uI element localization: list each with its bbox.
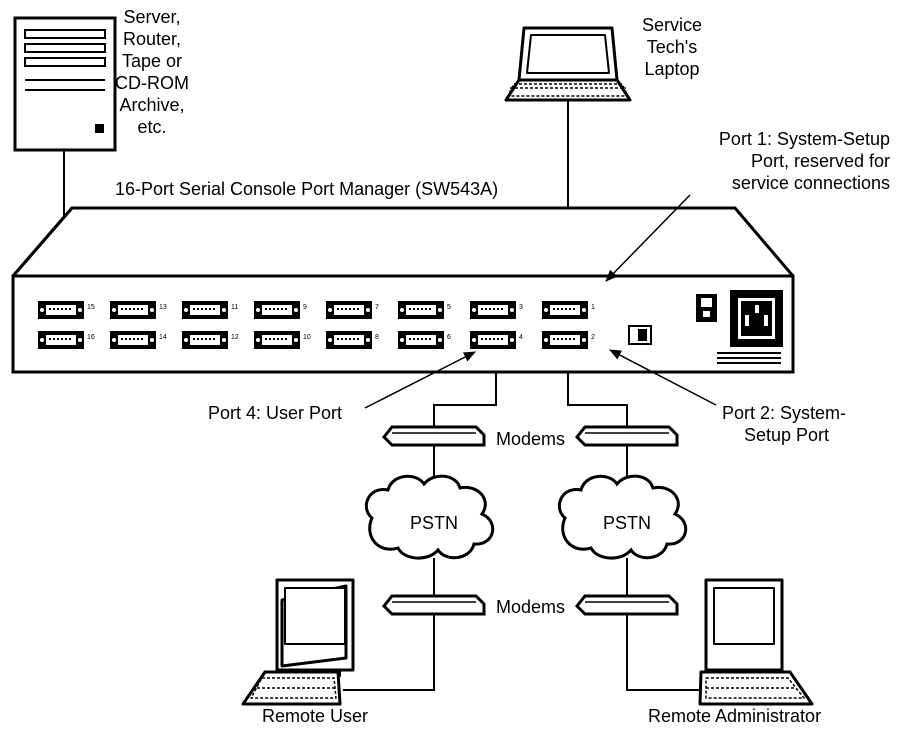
port-number-label: 10: [303, 334, 311, 341]
callout-arrows: [364, 194, 717, 409]
server-label: Server, Router, Tape or CD-ROM Archive, …: [110, 6, 194, 138]
port-number-label: 6: [447, 334, 451, 341]
server-label-line: Server,: [123, 7, 181, 27]
serial-port-13-icon: 13: [110, 301, 167, 319]
laptop-label-line: Tech's: [646, 37, 698, 57]
modem-top-right-icon: [574, 425, 679, 447]
serial-port-7-icon: 7: [326, 301, 379, 319]
power-inlet-icon: [730, 290, 783, 347]
laptop-label-line: Service: [641, 15, 703, 35]
modem-bottom-left-icon: [381, 594, 486, 616]
port-number-label: 16: [87, 334, 95, 341]
serial-port-12-icon: 12: [182, 331, 239, 349]
port-manager-chassis: [11, 206, 795, 374]
port-number-label: 15: [87, 304, 95, 311]
port4-arrow: [364, 351, 476, 409]
serial-port-5-icon: 5: [398, 301, 451, 319]
remote-admin-label: Remote Administrator: [648, 706, 822, 726]
serial-port-16-icon: 16: [38, 331, 95, 349]
dip-switch-icon: [628, 325, 652, 345]
top-port-row: 15 13 11 9 7 5 3 1: [38, 301, 595, 319]
laptop-label-line: Laptop: [644, 59, 700, 79]
server-label-line: etc.: [137, 117, 167, 137]
server-label-line: CD-ROM: [115, 73, 189, 93]
port4-to-modem-line: [433, 345, 497, 427]
modem-top-left-icon: [381, 425, 486, 447]
port1-callout-line: service connections: [731, 173, 890, 193]
laptop-icon: [504, 26, 632, 102]
port4-callout-label: Port 4: User Port: [208, 403, 343, 423]
port2-callout-line: Port 2: System-: [722, 403, 847, 423]
remote-admin-computer-icon: [698, 578, 814, 706]
port-number-label: 9: [303, 304, 307, 311]
power-rating-text-icon: [717, 352, 781, 364]
port1-arrow: [605, 194, 691, 282]
serial-port-9-icon: 9: [254, 301, 307, 319]
server-label-line: Router,: [122, 29, 182, 49]
port2-to-modem-line: [567, 345, 628, 427]
pstn-right-label: PSTN: [602, 513, 651, 533]
port2-arrow: [609, 349, 717, 406]
port-number-label: 2: [591, 334, 595, 341]
port-number-label: 13: [159, 304, 167, 311]
port1-callout-line: Port 1: System-Setup: [718, 129, 890, 149]
serial-port-14-icon: 14: [110, 331, 167, 349]
serial-port-15-icon: 15: [38, 301, 95, 319]
server-label-line: Archive,: [119, 95, 185, 115]
serial-port-2-icon: 2: [542, 331, 595, 349]
port-number-label: 4: [519, 334, 523, 341]
server-icon: [13, 16, 117, 152]
port2-callout-line: Setup Port: [744, 425, 830, 445]
port1-callout-label: Port 1: System-Setup Port, reserved for …: [650, 128, 890, 194]
modem-bottom-right-icon: [574, 594, 679, 616]
pstn-right-cloud-icon: [558, 474, 688, 560]
port-number-label: 14: [159, 334, 167, 341]
modem-to-remote-user-line: [343, 614, 435, 691]
bottom-port-row: 16 14 12 10 8 6 4 2: [38, 331, 595, 349]
port-number-label: 3: [519, 304, 523, 311]
port-number-label: 5: [447, 304, 451, 311]
pstn-left-cloud-icon: [365, 474, 495, 560]
serial-port-4-icon: 4: [470, 331, 523, 349]
pstn-left-label: PSTN: [409, 513, 458, 533]
serial-port-10-icon: 10: [254, 331, 311, 349]
serial-port-11-icon: 11: [182, 301, 238, 319]
modems-top-label: Modems: [496, 429, 566, 449]
remote-user-label: Remote User: [262, 706, 369, 726]
modems-bottom-label: Modems: [496, 597, 566, 617]
laptop-label: Service Tech's Laptop: [630, 14, 714, 80]
port-number-label: 12: [231, 334, 239, 341]
port1-callout-line: Port, reserved for: [750, 151, 890, 171]
device-title: 16-Port Serial Console Port Manager (SW5…: [115, 179, 499, 199]
port-number-label: 11: [231, 304, 238, 311]
remote-user-computer-icon: [241, 578, 355, 706]
modem-to-remote-admin-line: [626, 614, 705, 691]
serial-port-6-icon: 6: [398, 331, 451, 349]
connection-lines: [63, 100, 705, 691]
port-number-label: 7: [375, 304, 379, 311]
serial-port-1-icon: 1: [542, 301, 595, 319]
power-switch-icon: [696, 294, 717, 322]
port2-callout-label: Port 2: System- Setup Port: [718, 402, 846, 446]
port-number-label: 8: [375, 334, 379, 341]
port-number-label: 1: [591, 304, 595, 311]
serial-port-8-icon: 8: [326, 331, 379, 349]
server-label-line: Tape or: [121, 51, 183, 71]
serial-port-3-icon: 3: [470, 301, 523, 319]
